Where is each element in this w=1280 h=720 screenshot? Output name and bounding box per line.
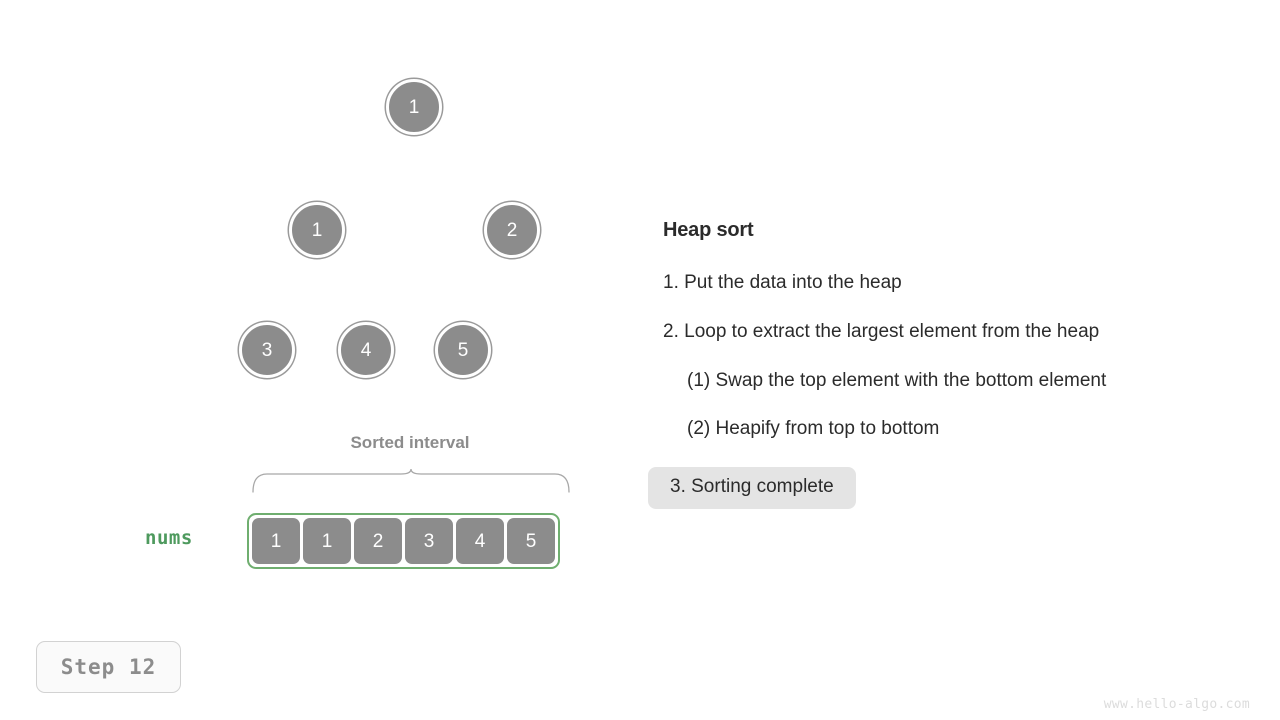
array-cell: 1	[252, 518, 300, 564]
heap-node: 1	[289, 202, 345, 258]
step-badge: Step 12	[36, 641, 181, 693]
algorithm-step: 1. Put the data into the heap	[663, 272, 902, 293]
algorithm-step: 3. Sorting complete	[648, 467, 856, 509]
algorithm-step: (1) Swap the top element with the bottom…	[687, 369, 1107, 391]
heap-node: 2	[484, 202, 540, 258]
algorithm-step: 2. Loop to extract the largest element f…	[663, 320, 1100, 342]
array-cell: 2	[354, 518, 402, 564]
sorted-interval-brace-icon	[252, 468, 570, 493]
array-cell: 3	[405, 518, 453, 564]
algorithm-step: (2) Heapify from top to bottom	[687, 418, 940, 440]
array-cell: 1	[303, 518, 351, 564]
panel-title: Heap sort	[663, 219, 754, 241]
heap-node: 3	[239, 322, 295, 378]
heap-node: 4	[338, 322, 394, 378]
array-cell: 5	[507, 518, 555, 564]
heap-node: 5	[435, 322, 491, 378]
nums-array-label: nums	[145, 527, 193, 549]
info-panel: Heap sort 1. Put the data into the heap 2…	[648, 219, 1243, 509]
heap-node: 1	[386, 79, 442, 135]
heap-tree-diagram: 1 1 2 3 4 5	[0, 0, 640, 420]
watermark: www.hello-algo.com	[1103, 697, 1250, 712]
nums-array: 1 1 2 3 4 5	[247, 513, 560, 569]
array-cell: 4	[456, 518, 504, 564]
algorithm-steps-list: 1. Put the data into the heap 2. Loop to …	[648, 272, 1243, 509]
sorted-interval-label: Sorted interval	[350, 433, 470, 452]
